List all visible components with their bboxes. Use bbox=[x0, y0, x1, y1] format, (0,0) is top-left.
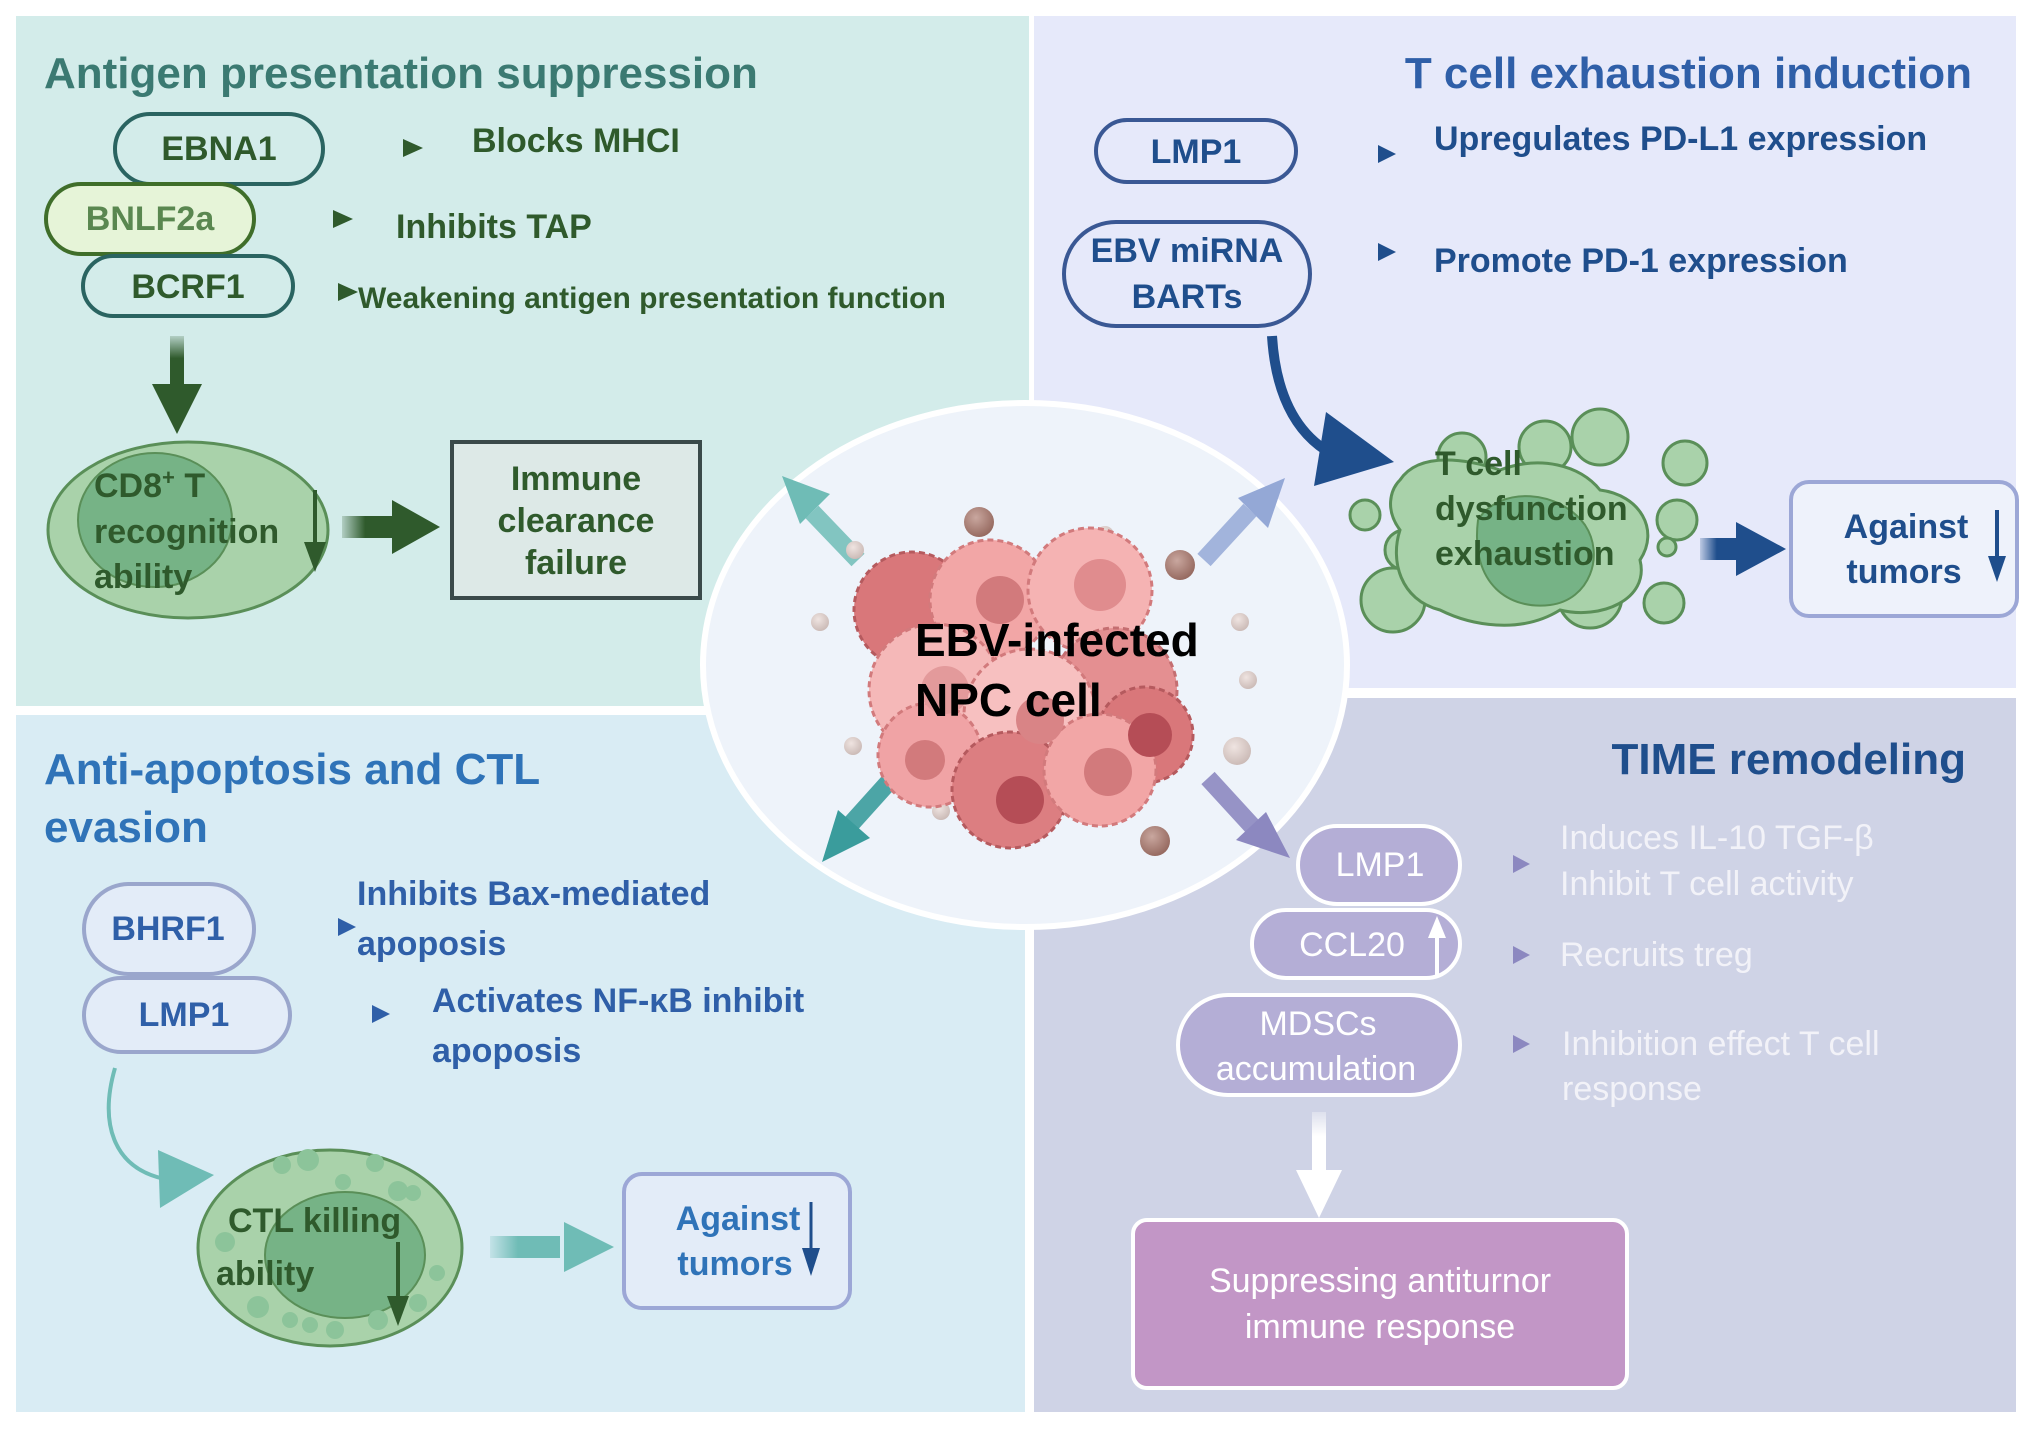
pill-ebv-mirna-label-line2: BARTs bbox=[1132, 278, 1243, 316]
arrow-right-icon bbox=[305, 1005, 390, 1023]
exhaustion-panel-title: T cell exhaustion induction bbox=[1405, 49, 1972, 98]
curved-arrow-to-t-cell bbox=[1267, 335, 1394, 486]
suppressing-line2: immune response bbox=[1245, 1308, 1515, 1346]
effect-inhibits-bax-line2: apoposis bbox=[357, 925, 506, 963]
arrow-to-against-tumors-apoptosis bbox=[490, 1222, 614, 1272]
effect-blocks-mhci: Blocks MHCI bbox=[472, 122, 680, 160]
pill-lmp1-apoptosis[interactable] bbox=[82, 976, 292, 1054]
pill-lmp1-time[interactable] bbox=[1296, 824, 1462, 906]
pill-ccl20[interactable] bbox=[1250, 908, 1462, 980]
against-tumors-line2: tumors bbox=[1846, 553, 1961, 591]
pill-mdscs-accumulation[interactable] bbox=[1176, 993, 1462, 1097]
effect-recruits-treg: Recruits treg bbox=[1560, 936, 1753, 974]
outcome-line3: failure bbox=[525, 544, 627, 582]
effect-activates-nfkb-line1: Activates NF-κB inhibit bbox=[432, 982, 804, 1020]
arrow-to-against-tumors bbox=[1700, 522, 1786, 576]
against-tumors-line1: Against bbox=[1844, 508, 1969, 546]
decrease-arrow-icon bbox=[304, 490, 326, 572]
pill-bhrf1[interactable] bbox=[82, 882, 256, 976]
effect-inhibits-bax-line1: Inhibits Bax-mediated bbox=[357, 875, 710, 913]
arrow-to-time-panel bbox=[1201, 771, 1290, 858]
effect-promote-pd1: Promote PD-1 expression bbox=[1434, 242, 1848, 280]
apoptosis-panel-title-line1: Anti-apoptosis and CTL bbox=[44, 745, 540, 794]
pill-bcrf1[interactable] bbox=[81, 254, 295, 318]
down-arrow-to-suppressing bbox=[1296, 1112, 1342, 1218]
down-arrow-to-cd8 bbox=[152, 336, 202, 434]
increase-arrow-icon bbox=[1428, 916, 1446, 976]
arrow-right-icon bbox=[1475, 946, 1530, 964]
effect-inhibition-line1: Inhibition effect T cell bbox=[1562, 1025, 1880, 1063]
arrow-right-icon bbox=[335, 139, 423, 157]
pill-bhrf1-label: BHRF1 bbox=[111, 910, 224, 948]
ctl-label-line2: ability bbox=[216, 1255, 314, 1293]
curved-arrow-to-ctl bbox=[106, 1067, 214, 1208]
apoptosis-panel-title-line2: evasion bbox=[44, 803, 208, 852]
exhausted-t-cell-icon bbox=[1348, 407, 1709, 634]
arrow-to-exhaustion-panel bbox=[1197, 478, 1285, 567]
against-tumors-apoptosis-line2: tumors bbox=[677, 1245, 792, 1283]
effect-weakening-antigen: Weakening antigen presentation function bbox=[358, 282, 946, 315]
t-cell-label-line1: T cell bbox=[1435, 445, 1522, 483]
pill-mdscs-label-line1: MDSCs bbox=[1259, 1005, 1376, 1043]
against-tumors-apoptosis-line1: Against bbox=[676, 1200, 801, 1238]
t-cell-label-line3: exhaustion bbox=[1435, 535, 1614, 573]
arrow-right-icon bbox=[303, 283, 358, 301]
pill-lmp1-label: LMP1 bbox=[1151, 133, 1242, 171]
pill-ccl20-label: CCL20 bbox=[1299, 926, 1405, 964]
npc-tumor-cell-cluster-icon bbox=[852, 526, 1195, 850]
cd8-label-line1: CD8+ T bbox=[94, 465, 205, 506]
immune-clearance-failure-box bbox=[450, 440, 702, 600]
cd8-label-line2: recognition bbox=[94, 513, 279, 551]
center-label-line1: EBV-infected bbox=[915, 614, 1199, 666]
pill-ebv-mirna-barts[interactable] bbox=[1062, 220, 1312, 328]
pill-bnlf2a-label: BNLF2a bbox=[86, 200, 216, 238]
effect-induces-il10-line1: Induces IL-10 TGF-β bbox=[1560, 819, 1874, 857]
pill-ebna1-label: EBNA1 bbox=[161, 130, 276, 168]
arrow-to-immune-clearance bbox=[342, 500, 440, 554]
against-tumors-box-exhaustion bbox=[1789, 480, 2019, 618]
antigen-panel-title: Antigen presentation suppression bbox=[44, 49, 758, 98]
time-panel-title: TIME remodeling bbox=[1612, 735, 1966, 784]
ctl-cell-icon bbox=[196, 1148, 464, 1348]
arrow-right-icon bbox=[1320, 145, 1396, 163]
pill-lmp1-exhaustion[interactable] bbox=[1094, 118, 1298, 184]
decrease-arrow-icon bbox=[802, 1202, 820, 1276]
ctl-label-line1: CTL killing bbox=[228, 1202, 401, 1240]
effect-inhibits-tap: Inhibits TAP bbox=[396, 208, 592, 246]
arrow-right-icon bbox=[1475, 1035, 1530, 1053]
pill-ebv-mirna-label-line1: EBV miRNA bbox=[1091, 232, 1284, 270]
effect-upregulates-pdl1: Upregulates PD-L1 expression bbox=[1434, 120, 1927, 158]
pill-lmp1-time-label: LMP1 bbox=[1336, 846, 1425, 884]
cd8-label-line3: ability bbox=[94, 558, 192, 596]
outcome-line1: Immune bbox=[511, 460, 641, 498]
arrow-right-icon bbox=[1322, 243, 1396, 261]
outcome-line2: clearance bbox=[498, 502, 655, 540]
pill-lmp1-apoptosis-label: LMP1 bbox=[139, 996, 230, 1034]
arrow-right-icon bbox=[1475, 855, 1530, 873]
pill-mdscs-label-line2: accumulation bbox=[1216, 1050, 1416, 1088]
t-cell-label-line2: dysfunction bbox=[1435, 490, 1628, 528]
pill-bcrf1-label: BCRF1 bbox=[131, 268, 244, 306]
cd8-t-cell-icon bbox=[46, 440, 330, 620]
against-tumors-box-apoptosis bbox=[622, 1172, 852, 1310]
suppressing-immune-response-box bbox=[1131, 1218, 1629, 1390]
decrease-arrow-icon bbox=[1988, 510, 2006, 582]
arrow-right-icon bbox=[265, 918, 356, 936]
decrease-arrow-icon bbox=[387, 1242, 409, 1326]
arrow-right-icon bbox=[266, 210, 353, 228]
suppressing-line1: Suppressing antiturnor bbox=[1209, 1262, 1551, 1300]
effect-activates-nfkb-line2: apoposis bbox=[432, 1032, 581, 1070]
effect-induces-il10-line2: Inhibit T cell activity bbox=[1560, 865, 1854, 903]
center-label-line2: NPC cell bbox=[915, 674, 1102, 726]
effect-inhibition-line2: response bbox=[1562, 1070, 1702, 1108]
